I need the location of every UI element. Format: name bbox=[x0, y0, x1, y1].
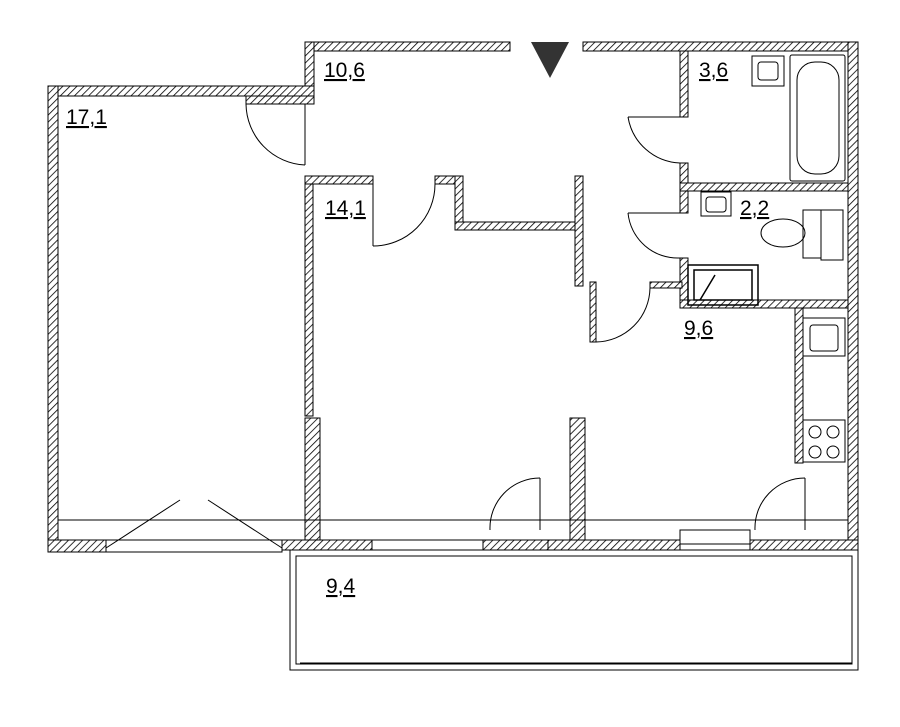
door-swings bbox=[105, 103, 806, 549]
bathroom-area-label: 3,6 bbox=[699, 59, 728, 82]
toilet-fixture bbox=[760, 209, 844, 261]
bedroom-area-label: 14,1 bbox=[325, 197, 366, 220]
toilet-area-label: 2,2 bbox=[740, 197, 769, 220]
interior-walls bbox=[245, 50, 849, 541]
boiler bbox=[687, 264, 759, 306]
bathroom-sink bbox=[751, 55, 785, 87]
exterior-walls bbox=[47, 41, 859, 553]
toilet-sink bbox=[700, 191, 732, 217]
living-room-area-label: 17,1 bbox=[66, 106, 107, 129]
windows bbox=[58, 519, 848, 553]
balcony-area-label: 9,4 bbox=[326, 575, 356, 598]
kitchen-sink bbox=[802, 317, 846, 357]
hall-area-label: 10,6 bbox=[324, 59, 365, 82]
entrance-marker bbox=[531, 42, 569, 78]
balcony-outline bbox=[289, 549, 859, 671]
stove bbox=[802, 419, 846, 463]
bathtub bbox=[789, 54, 846, 182]
kitchen-area-label: 9,6 bbox=[684, 317, 713, 340]
